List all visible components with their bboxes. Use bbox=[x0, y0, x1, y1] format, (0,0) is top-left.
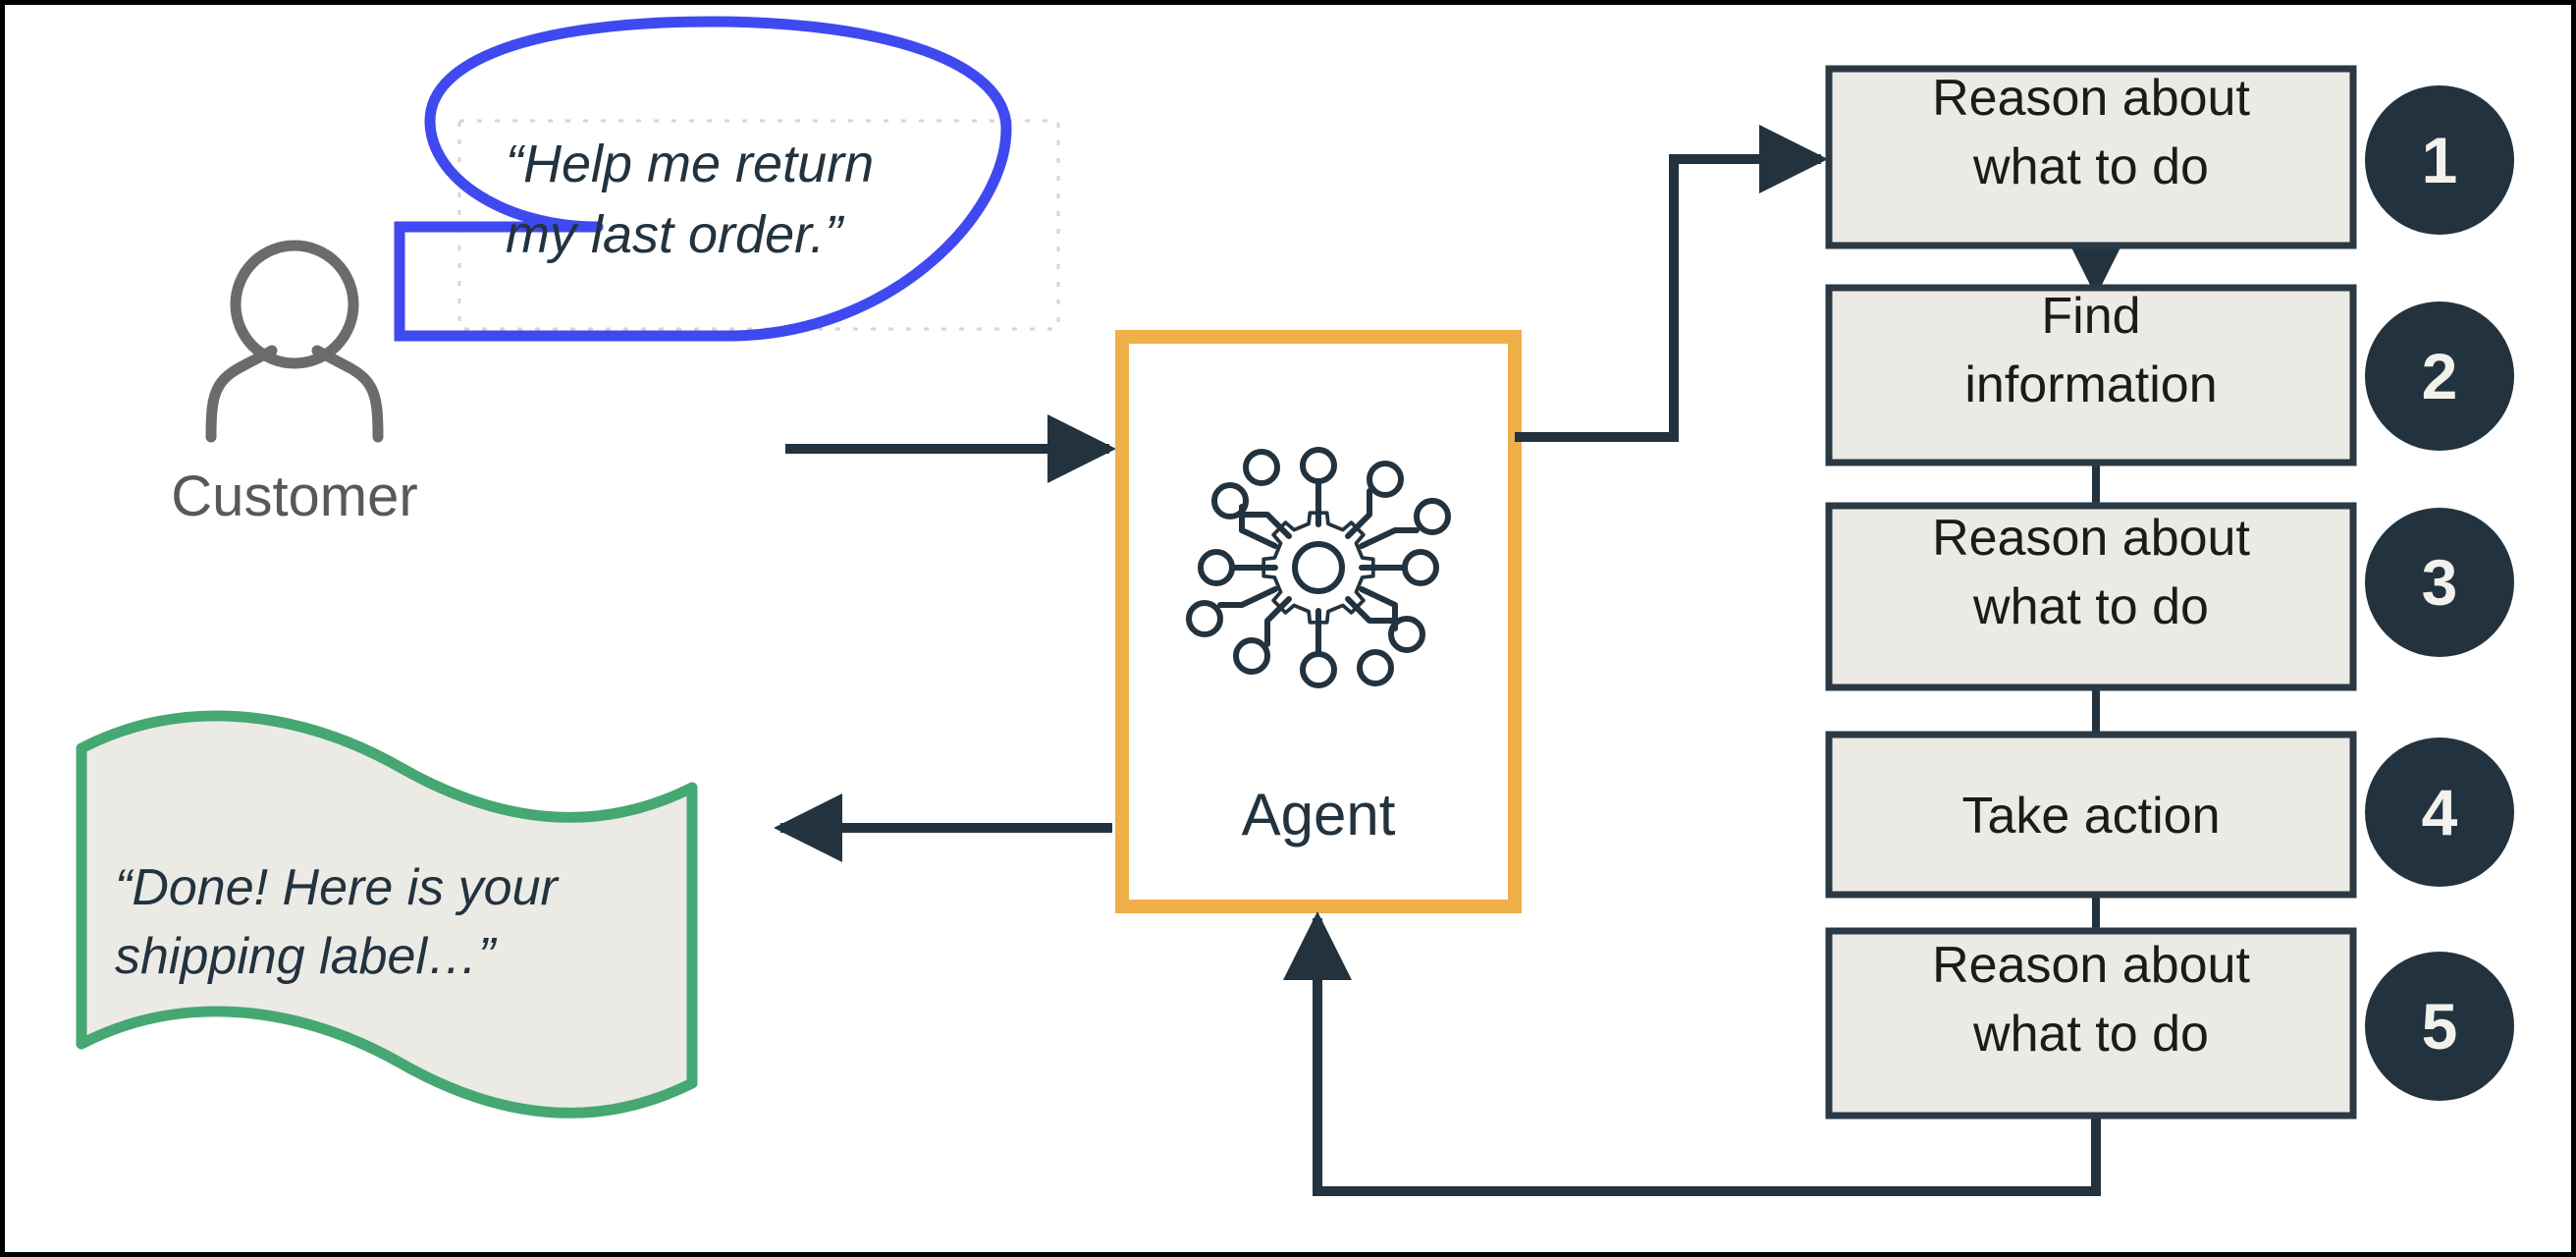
step-4-number: 4 bbox=[2422, 776, 2458, 848]
step-3-line-2: what to do bbox=[1972, 578, 2209, 635]
step-badge-3: 3 bbox=[2365, 508, 2514, 657]
step-box-2: Find information bbox=[1825, 284, 2357, 466]
step-badge-4: 4 bbox=[2365, 738, 2514, 887]
step-5-line-2: what to do bbox=[1972, 1006, 2209, 1063]
banner-line-1: “Done! Here is your bbox=[115, 859, 561, 916]
person-icon bbox=[205, 240, 384, 443]
step-1-number: 1 bbox=[2422, 124, 2458, 196]
step-2-line-1: Find bbox=[2041, 288, 2140, 345]
step-2-line-2: information bbox=[1964, 356, 2217, 413]
bubble-line-2: my last order.” bbox=[506, 205, 844, 264]
agent-loop-diagram: “Help me return my last order.” Customer bbox=[76, 16, 2514, 1196]
step-box-3: Reason about what to do bbox=[1825, 502, 2357, 691]
step-box-4: Take action bbox=[1825, 731, 2357, 899]
ai-network-gear-icon bbox=[1186, 447, 1451, 688]
step-1-line-1: Reason about bbox=[1932, 70, 2250, 127]
step-3-number: 3 bbox=[2422, 546, 2458, 619]
banner-line-2: shipping label…” bbox=[115, 928, 498, 985]
step-box-1: Reason about what to do bbox=[1825, 65, 2357, 249]
customer-label: Customer bbox=[171, 465, 417, 528]
agent-label: Agent bbox=[1242, 782, 1396, 847]
step-5-number: 5 bbox=[2422, 990, 2458, 1063]
step-1-line-2: what to do bbox=[1972, 138, 2209, 195]
customer-speech-bubble: “Help me return my last order.” bbox=[394, 16, 1012, 342]
step-badge-2: 2 bbox=[2365, 301, 2514, 451]
response-banner: “Done! Here is your shipping label…” bbox=[76, 710, 698, 1119]
step-3-line-1: Reason about bbox=[1932, 510, 2250, 567]
step-badge-5: 5 bbox=[2365, 952, 2514, 1101]
connector-agent-to-step-1 bbox=[1515, 125, 1828, 442]
connector-step-5-to-agent-loop bbox=[1283, 911, 2101, 1196]
step-box-5: Reason about what to do bbox=[1825, 927, 2357, 1120]
agent-box: Agent bbox=[1115, 330, 1522, 913]
bubble-line-1: “Help me return bbox=[506, 135, 874, 193]
step-2-number: 2 bbox=[2422, 340, 2458, 412]
step-5-line-1: Reason about bbox=[1932, 937, 2250, 994]
step-4-line-1: Take action bbox=[1961, 788, 2220, 845]
step-badge-1: 1 bbox=[2365, 85, 2514, 235]
customer-group: Customer bbox=[171, 240, 418, 528]
